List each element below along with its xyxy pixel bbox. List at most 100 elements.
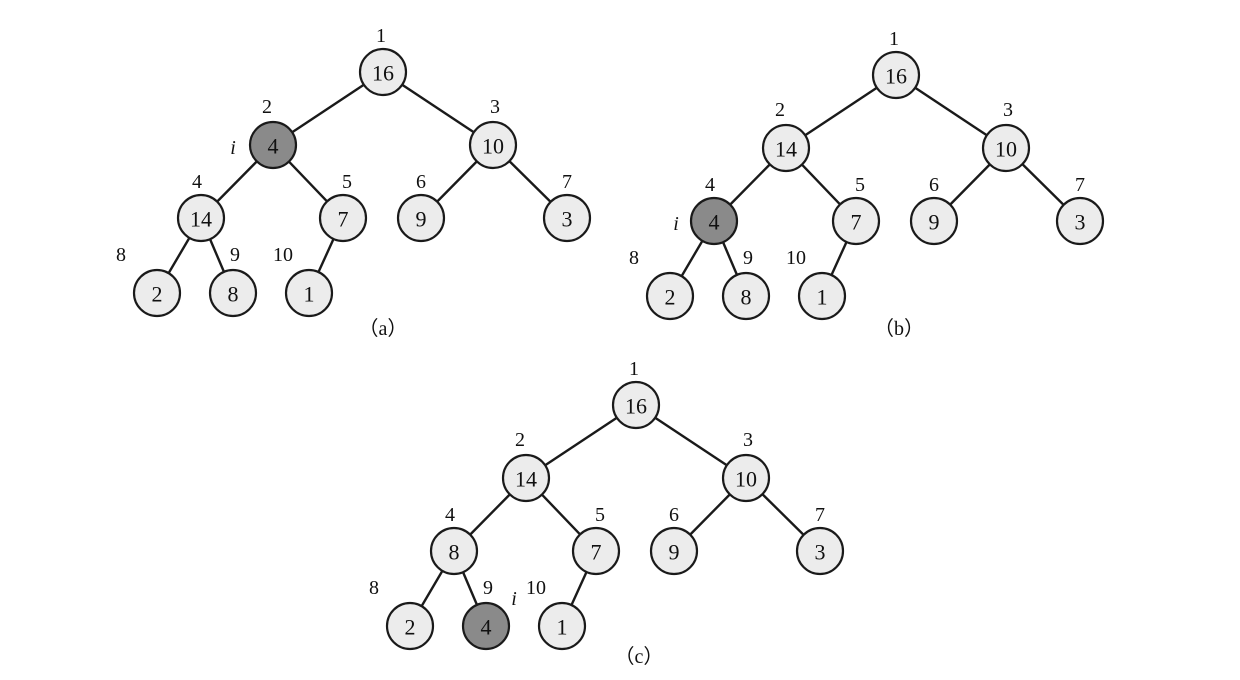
node-index-label: 2 (262, 96, 272, 118)
node-circle (1055, 196, 1105, 246)
node-index-label: 1 (376, 25, 386, 47)
node-value: 1 (304, 282, 315, 307)
node-value: 4 (268, 134, 279, 159)
edge-3-6 (436, 160, 478, 203)
node-index-label: 7 (815, 504, 825, 526)
node-circle (501, 453, 551, 503)
node-value: 16 (372, 61, 394, 86)
node-value: 14 (190, 207, 212, 232)
edge-5-10 (570, 571, 588, 606)
node-index-label: 4 (445, 504, 455, 526)
node-index-label: 6 (416, 171, 426, 193)
node-value: 16 (885, 64, 907, 89)
node-value: 14 (775, 137, 797, 162)
node-index-label: 10 (526, 577, 546, 599)
node-circle (611, 380, 661, 430)
node-circle (132, 268, 182, 318)
node-index-label: 4 (192, 171, 202, 193)
node-index-label: 2 (515, 429, 525, 451)
node-circle (981, 123, 1031, 173)
node-index-label: 3 (490, 96, 500, 118)
node-index-label: 2 (775, 99, 785, 121)
node-index-label: 7 (562, 171, 572, 193)
node-circle (909, 196, 959, 246)
node-value: 9 (929, 210, 940, 235)
node-circle (795, 526, 845, 576)
node-value: 3 (815, 540, 826, 565)
edge-2-5 (801, 163, 841, 206)
node-circle (385, 601, 435, 651)
edge-2-5 (541, 493, 581, 536)
node-index-label: 7 (1075, 174, 1085, 196)
node-value: 10 (482, 134, 504, 159)
edge-1-2 (291, 83, 365, 134)
node-value: 10 (735, 467, 757, 492)
node-index-label: 10 (273, 244, 293, 266)
edge-2-4 (469, 493, 511, 536)
node-value: 14 (515, 467, 537, 492)
edge-1-2 (544, 416, 618, 467)
edge-1-3 (654, 416, 728, 467)
node-circle (797, 271, 847, 321)
edge-4-8 (680, 240, 704, 277)
node-circle (542, 193, 592, 243)
node-circle (318, 193, 368, 243)
edge-2-5 (288, 160, 328, 203)
node-circle (761, 123, 811, 173)
node-value: 4 (709, 210, 720, 235)
highlighted-node-circle (689, 196, 739, 246)
node-circle (721, 271, 771, 321)
node-circle (468, 120, 518, 170)
node-value: 8 (228, 282, 239, 307)
highlighted-node-circle (461, 601, 511, 651)
edge-2-4 (729, 163, 771, 206)
edge-1-2 (804, 86, 878, 137)
node-index-label: 1 (889, 28, 899, 50)
edge-4-9 (721, 241, 739, 276)
highlighted-node-circle (248, 120, 298, 170)
node-value: 7 (851, 210, 862, 235)
edge-1-3 (914, 86, 988, 137)
edge-3-6 (689, 493, 731, 536)
node-value: 3 (1075, 210, 1086, 235)
node-index-label: 9 (483, 577, 493, 599)
edge-5-10 (830, 241, 848, 276)
node-value: 9 (669, 540, 680, 565)
edge-3-7 (761, 493, 805, 536)
edge-2-4 (216, 160, 258, 203)
node-circle (721, 453, 771, 503)
node-circle (429, 526, 479, 576)
node-circle (649, 526, 699, 576)
node-index-label: 8 (369, 577, 379, 599)
node-index-label: 10 (786, 247, 806, 269)
node-circle (284, 268, 334, 318)
node-circle (831, 196, 881, 246)
node-value: 10 (995, 137, 1017, 162)
node-value: 4 (481, 615, 492, 640)
panel-caption: （a） (359, 317, 408, 340)
node-index-label: 3 (1003, 99, 1013, 121)
node-circle (537, 601, 587, 651)
node-value: 2 (405, 615, 416, 640)
node-circle (871, 50, 921, 100)
node-index-label: 6 (929, 174, 939, 196)
edge-4-9 (208, 238, 226, 273)
node-index-label: 8 (629, 247, 639, 269)
pointer-label-i: i (230, 137, 236, 159)
node-index-label: 6 (669, 504, 679, 526)
node-index-label: 3 (743, 429, 753, 451)
node-circle (571, 526, 621, 576)
edge-4-9 (461, 571, 479, 606)
node-value: 2 (152, 282, 163, 307)
node-value: 7 (591, 540, 602, 565)
node-value: 2 (665, 285, 676, 310)
node-value: 1 (557, 615, 568, 640)
node-value: 7 (338, 207, 349, 232)
node-value: 16 (625, 394, 647, 419)
node-index-label: 1 (629, 358, 639, 380)
edge-3-7 (1021, 163, 1065, 206)
node-index-label: 5 (342, 171, 352, 193)
node-index-label: 9 (743, 247, 753, 269)
